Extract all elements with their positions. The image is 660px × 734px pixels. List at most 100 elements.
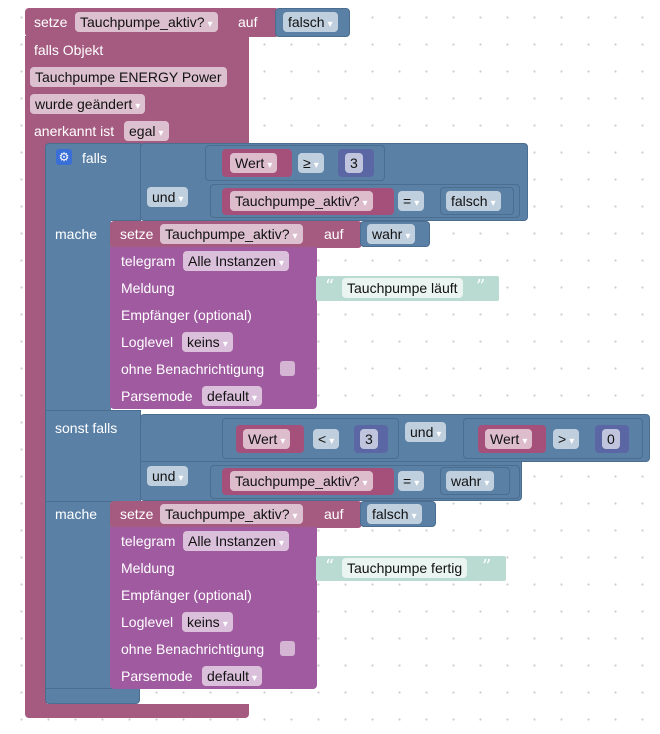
chevron-down-icon: ▾ xyxy=(329,436,335,447)
boolean-dropdown[interactable]: falsch▾ xyxy=(367,504,422,524)
loglevel: keins xyxy=(187,334,220,350)
chevron-down-icon: ▾ xyxy=(278,538,284,549)
chevron-down-icon: ▾ xyxy=(292,231,298,242)
operator-dropdown[interactable]: =▾ xyxy=(398,471,425,491)
operator-dropdown[interactable]: <▾ xyxy=(313,429,340,449)
loglevel-dropdown[interactable]: keins▾ xyxy=(182,612,233,632)
operator-dropdown[interactable]: >▾ xyxy=(553,429,580,449)
chevron-down-icon: ▾ xyxy=(178,473,184,484)
chevron-down-icon: ▾ xyxy=(222,339,228,350)
variable-dropdown[interactable]: Wert▾ xyxy=(485,429,533,449)
object-id-field[interactable]: Tauchpumpe ENERGY Power xyxy=(30,67,227,87)
boolean-value: wahr xyxy=(451,473,482,489)
telegram-block[interactable] xyxy=(110,247,317,409)
boolean-value: falsch xyxy=(288,14,325,30)
chevron-down-icon: ▾ xyxy=(436,429,442,440)
operator: < xyxy=(318,431,327,447)
parsemode-dropdown[interactable]: default▾ xyxy=(202,386,263,406)
chevron-down-icon: ▾ xyxy=(414,198,420,209)
to-label: auf xyxy=(238,14,258,30)
loglevel: keins xyxy=(187,614,220,630)
variable-name: Tauchpumpe_aktiv? xyxy=(235,193,360,209)
set-label: setze xyxy=(120,226,154,242)
set-label: setze xyxy=(34,14,68,30)
boolean-dropdown[interactable]: falsch▾ xyxy=(283,12,338,32)
text-field[interactable]: Tauchpumpe fertig xyxy=(342,558,468,578)
change-mode-dropdown[interactable]: wurde geändert▾ xyxy=(30,94,146,114)
chevron-down-icon: ▾ xyxy=(490,198,496,209)
chevron-down-icon: ▾ xyxy=(278,258,284,269)
parsemode: default xyxy=(207,388,250,404)
boolean-value: falsch xyxy=(372,506,409,522)
silent-checkbox[interactable] xyxy=(280,361,295,376)
chevron-down-icon: ▾ xyxy=(252,673,258,684)
boolean-dropdown[interactable]: wahr▾ xyxy=(446,471,495,491)
change-mode: wurde geändert xyxy=(35,96,133,112)
variable-dropdown[interactable]: Tauchpumpe_aktiv?▾ xyxy=(160,224,303,244)
chevron-down-icon: ▾ xyxy=(522,436,528,447)
logic-op: und xyxy=(152,468,176,484)
silent-label: ohne Benachrichtigung xyxy=(121,361,265,377)
variable-dropdown[interactable]: Wert▾ xyxy=(230,153,278,173)
text-field[interactable]: Tauchpumpe läuft xyxy=(342,278,463,298)
logic-op-dropdown[interactable]: und▾ xyxy=(147,466,189,486)
trigger-statement-bar xyxy=(25,140,47,710)
chevron-down-icon: ▾ xyxy=(292,511,298,522)
operator-dropdown[interactable]: ≥▾ xyxy=(298,153,324,173)
chevron-down-icon: ▾ xyxy=(252,393,258,404)
boolean-dropdown[interactable]: wahr▾ xyxy=(367,224,416,244)
chevron-down-icon: ▾ xyxy=(207,19,213,30)
instance-dropdown[interactable]: Alle Instanzen▾ xyxy=(183,531,289,551)
elseif-label: sonst falls xyxy=(55,420,118,436)
chevron-down-icon: ▾ xyxy=(569,436,575,447)
logic-op-dropdown[interactable]: und▾ xyxy=(405,422,447,442)
number-field[interactable]: 0 xyxy=(602,429,620,449)
variable-dropdown[interactable]: Tauchpumpe_aktiv?▾ xyxy=(230,471,373,491)
variable-name: Wert xyxy=(235,155,265,171)
message-label: Meldung xyxy=(121,280,175,296)
variable-name: Tauchpumpe_aktiv? xyxy=(235,473,360,489)
loglevel-dropdown[interactable]: keins▾ xyxy=(182,332,233,352)
instance: Alle Instanzen xyxy=(188,533,276,549)
parsemode-label: Parsemode xyxy=(121,388,193,404)
telegram-block[interactable] xyxy=(110,527,317,689)
parsemode-dropdown[interactable]: default▾ xyxy=(202,666,263,686)
variable-dropdown[interactable]: Tauchpumpe_aktiv?▾ xyxy=(75,12,218,32)
variable-dropdown[interactable]: Tauchpumpe_aktiv?▾ xyxy=(230,191,373,211)
variable-name: Tauchpumpe_aktiv? xyxy=(165,226,290,242)
variable-name: Wert xyxy=(490,431,520,447)
chevron-down-icon: ▾ xyxy=(313,160,319,171)
operator: = xyxy=(403,473,412,489)
do-label: mache xyxy=(55,506,98,522)
variable-name: Tauchpumpe_aktiv? xyxy=(80,14,205,30)
instance: Alle Instanzen xyxy=(188,253,276,269)
if-object-label: falls Objekt xyxy=(34,42,104,58)
operator: > xyxy=(558,431,567,447)
trigger-bottom xyxy=(25,704,249,718)
if-label: falls xyxy=(82,150,107,166)
variable-name: Tauchpumpe_aktiv? xyxy=(165,506,290,522)
telegram-label: telegram xyxy=(121,533,176,549)
chevron-down-icon: ▾ xyxy=(484,478,490,489)
telegram-label: telegram xyxy=(121,253,176,269)
chevron-down-icon: ▾ xyxy=(280,436,286,447)
silent-checkbox[interactable] xyxy=(280,641,295,656)
chevron-down-icon: ▾ xyxy=(327,19,333,30)
set-label: setze xyxy=(120,506,154,522)
ack-dropdown[interactable]: egal▾ xyxy=(124,121,169,141)
gear-icon[interactable]: ⚙ xyxy=(56,149,72,165)
operator-dropdown[interactable]: =▾ xyxy=(398,191,425,211)
instance-dropdown[interactable]: Alle Instanzen▾ xyxy=(183,251,289,271)
variable-dropdown[interactable]: Tauchpumpe_aktiv?▾ xyxy=(160,504,303,524)
do-label: mache xyxy=(55,226,98,242)
chevron-down-icon: ▾ xyxy=(414,478,420,489)
chevron-down-icon: ▾ xyxy=(267,160,273,171)
quote-close-icon: ” xyxy=(476,276,486,297)
number-field[interactable]: 3 xyxy=(345,153,363,173)
variable-dropdown[interactable]: Wert▾ xyxy=(243,429,291,449)
boolean-dropdown[interactable]: falsch▾ xyxy=(446,191,501,211)
loglevel-label: Loglevel xyxy=(121,614,174,630)
number-field[interactable]: 3 xyxy=(360,429,378,449)
logic-op-dropdown[interactable]: und▾ xyxy=(147,187,189,207)
boolean-value: falsch xyxy=(451,193,488,209)
